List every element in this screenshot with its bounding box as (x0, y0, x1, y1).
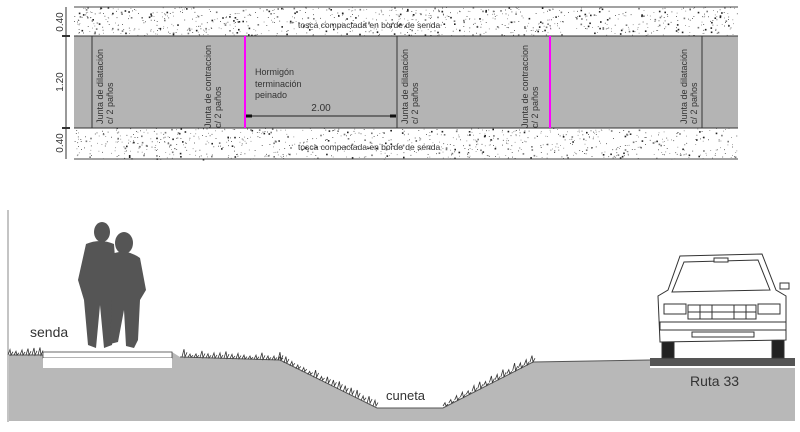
ground-profile (9, 352, 795, 421)
joint-label: c/ 2 paños (689, 82, 699, 124)
gravel-hatch (74, 7, 738, 161)
senda-base (43, 358, 172, 368)
grass-marks (7, 347, 536, 408)
people-silhouette-icon (78, 222, 146, 348)
senda-slab (42, 351, 173, 359)
joint-label: c/ 2 paños (530, 86, 540, 128)
spacing-dimension: 2.00 (311, 103, 331, 114)
concrete-note: Hormigón (255, 67, 294, 77)
dim-bottom: 0.40 (55, 133, 66, 153)
joint-label: Junta de dilatación (400, 49, 410, 124)
car-front-icon (657, 253, 790, 359)
concrete-slab (74, 36, 738, 128)
joint-label: c/ 2 paños (410, 82, 420, 124)
tosca-top-label: tosca compactada en borde de senda (298, 20, 441, 30)
road-pavement (650, 358, 795, 366)
cross-section: senda cuneta Ruta 33 (7, 210, 795, 422)
tosca-bottom-band (74, 128, 738, 159)
concrete-note: terminación (255, 79, 302, 89)
joint-label: Junta de contraccion (520, 45, 530, 128)
joint-label: Junta de dilatación (95, 49, 105, 124)
joint-label: c/ 2 paños (105, 82, 115, 124)
dim-top: 0.40 (55, 12, 66, 32)
road-label: Ruta 33 (690, 373, 739, 389)
plan-view: 0.40 1.20 0.40 tosca compactada en borde… (55, 6, 738, 161)
joint-label: Junta de dilatación (679, 49, 689, 124)
joint-label: Junta de contraccion (203, 45, 213, 128)
tosca-bottom-label: tosca compactada en borde de senda (298, 142, 441, 152)
senda-label: senda (30, 324, 68, 340)
cuneta-label: cuneta (386, 388, 426, 403)
concrete-note: peinado (255, 90, 287, 100)
joint-label: c/ 2 paños (213, 86, 223, 128)
tosca-top-band (74, 7, 738, 36)
dim-middle: 1.20 (55, 72, 66, 92)
